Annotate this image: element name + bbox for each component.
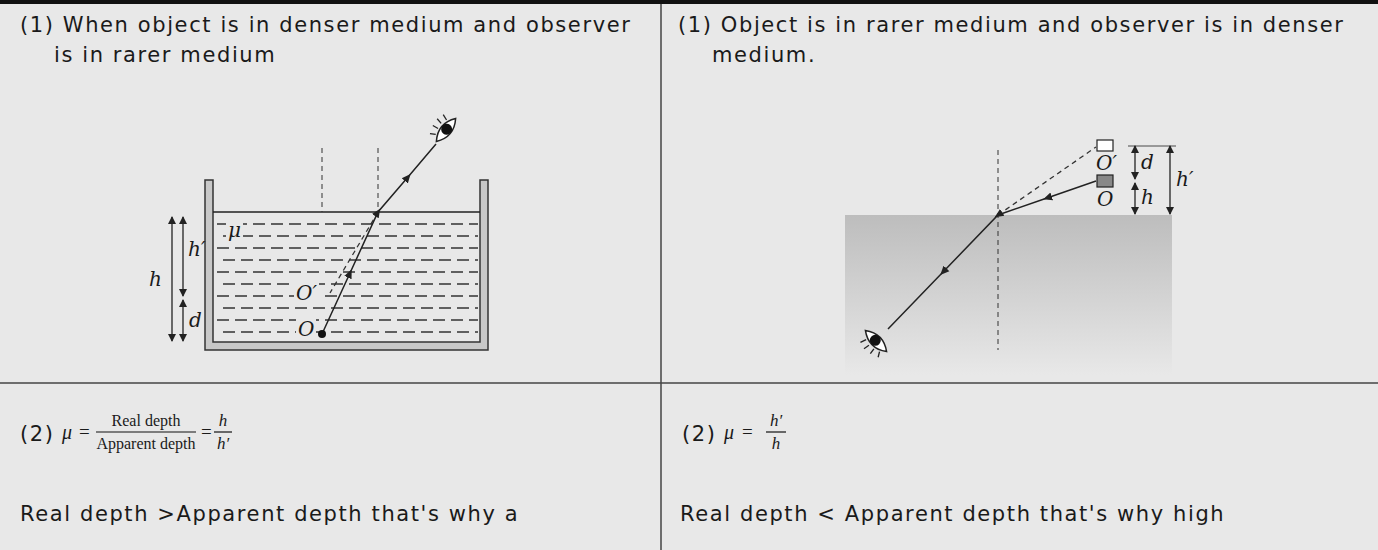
formula-sign: = [742,421,753,443]
numerator: h [219,412,228,430]
normals [322,148,378,212]
top-rule [0,0,1378,4]
formula-sign: = [201,421,212,443]
dimension-label: h′ [1176,168,1193,190]
denominator: h′ [217,435,229,453]
virtual-ray [330,212,378,293]
dimension-label: d [1141,151,1154,173]
medium-symbol: μ [226,219,243,241]
normal [998,150,999,350]
dimension-label: d [189,309,202,331]
eye-icon [426,110,460,146]
numerator: Real depth [112,412,181,430]
light-ray [888,181,1096,329]
denser-medium [845,215,1172,375]
formula-symbol: μ [724,421,734,443]
eye-icon [855,327,890,362]
row-divider [0,382,1378,384]
dimension-label: h [1141,186,1154,208]
denominator: h [772,435,781,453]
virtual-ray [998,147,1096,215]
formula-symbol: μ [62,421,72,443]
item-number: (2) [682,420,717,448]
image-box [1097,140,1113,151]
note-text: Real depth >Apparent depth that's why a [20,500,519,528]
object-box [1097,175,1113,187]
note-text: Real depth < Apparent depth that's why h… [680,500,1225,528]
dimension-arrows [172,217,183,341]
dimension-label: h′ [188,238,205,260]
image-label: O′ [294,282,319,304]
numerator: h′ [770,412,782,430]
container [205,180,488,350]
denominator: Apparent depth [96,435,195,453]
item-number: (2) [20,420,55,448]
object-label: O [296,318,316,340]
column-divider [660,4,662,550]
heading: (1) When object is in denser medium and … [20,10,645,70]
light-ray [322,144,436,334]
object-label: O [1097,188,1113,210]
dimension-arrows [1128,146,1176,214]
formula-sign: = [79,421,90,443]
object-dot [318,330,326,338]
dimension-label: h [149,268,162,290]
image-label: O′ [1096,152,1117,174]
heading: (1) Object is in rarer medium and observ… [678,10,1370,70]
